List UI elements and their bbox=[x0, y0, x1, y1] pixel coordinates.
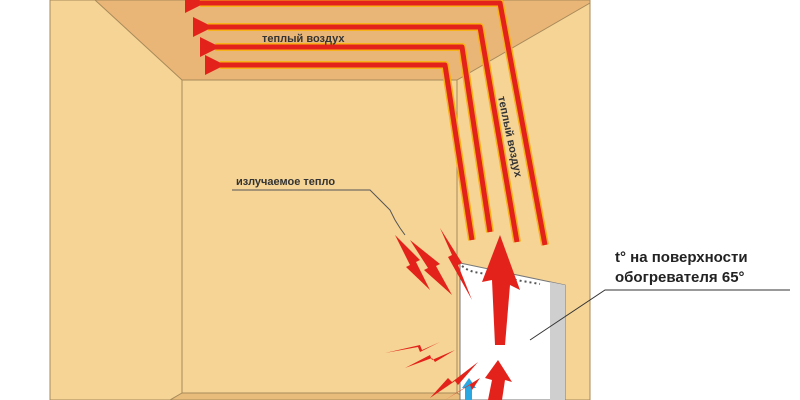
radiated-heat-leader bbox=[232, 189, 406, 236]
back-wall bbox=[181, 79, 458, 394]
warm-air-arrows bbox=[185, 0, 549, 246]
surface-temp-leader bbox=[529, 289, 790, 341]
heater-panel bbox=[459, 262, 566, 400]
convection-arrow-up bbox=[482, 235, 520, 345]
warm-air-arrow bbox=[193, 17, 520, 243]
surface-temp-label-line1: t° на поверхности bbox=[615, 249, 748, 266]
warm-air-arrow bbox=[185, 0, 548, 246]
radiated-heat-label: излучаемое тепло bbox=[236, 176, 335, 188]
convection-arrow-bottom bbox=[485, 360, 512, 400]
warm-air-arrow bbox=[205, 55, 475, 241]
warm-air-arrow bbox=[200, 37, 493, 233]
radiated-heat-bolts bbox=[385, 228, 480, 400]
surface-temp-label-line2: обогревателя 65° bbox=[615, 269, 745, 286]
floor bbox=[169, 392, 471, 400]
warm-air-ceiling-label: теплый воздух bbox=[262, 33, 345, 45]
